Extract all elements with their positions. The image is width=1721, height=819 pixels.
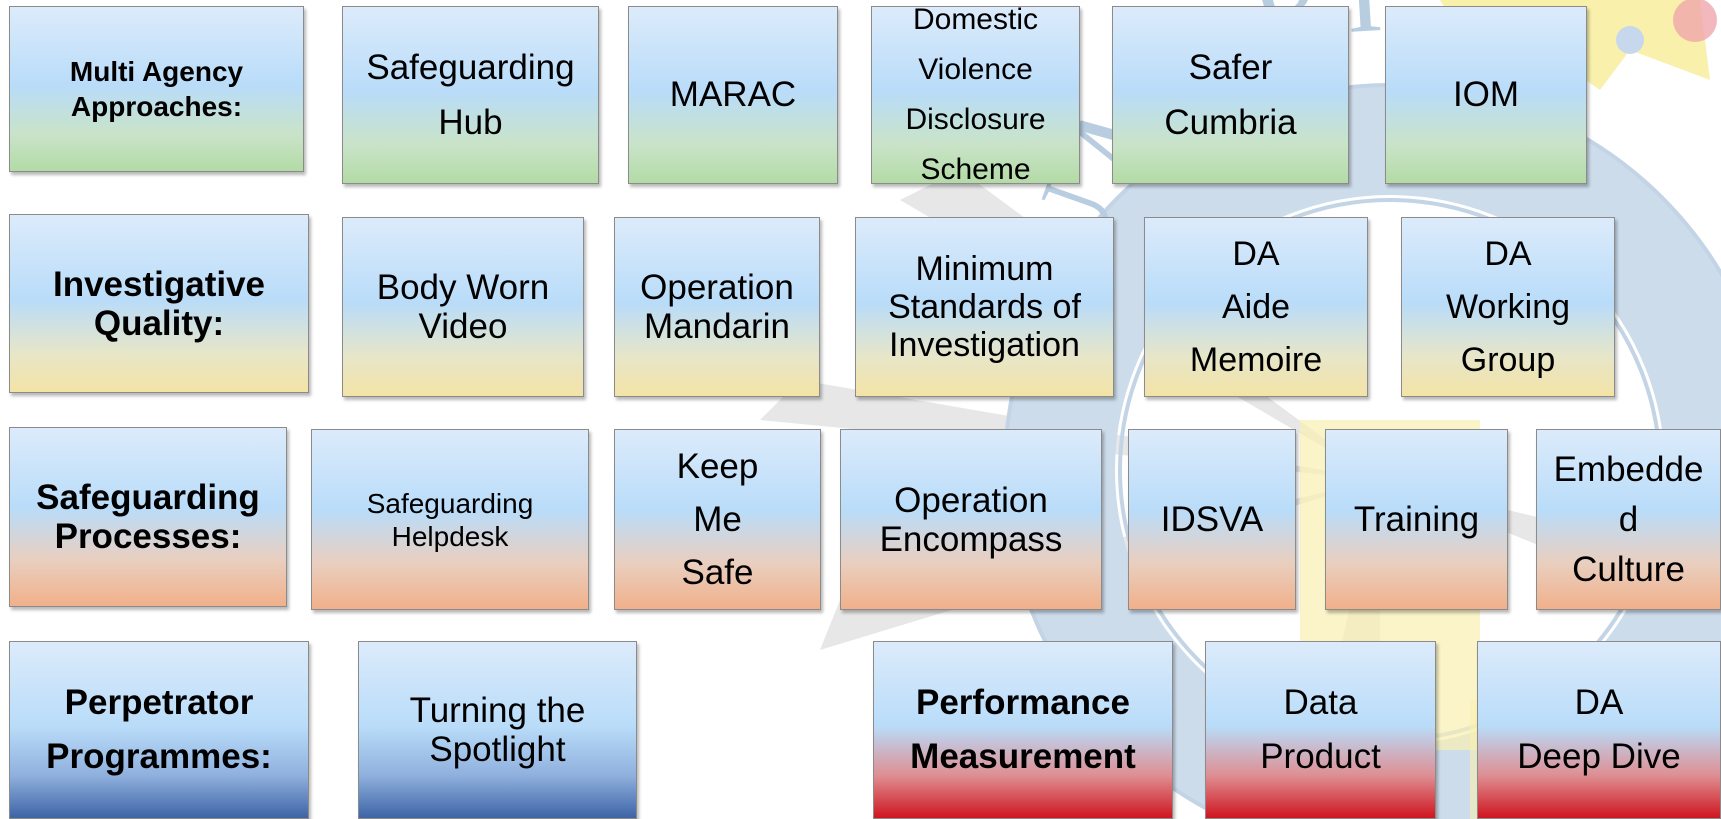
iom-box: IOM (1385, 6, 1587, 184)
perpetrator-programmes-header: Perpetrator Programmes: (9, 641, 309, 819)
embedded-culture-box: Embedde d Culture (1536, 429, 1721, 610)
safeguarding-hub-box: Safeguarding Hub (342, 6, 599, 184)
da-working-group-box: DA Working Group (1401, 217, 1615, 397)
data-product-box: Data Product (1205, 641, 1436, 819)
safeguarding-helpdesk-box: Safeguarding Helpdesk (311, 429, 589, 610)
turning-the-spotlight-text: Turning the Spotlight (409, 691, 586, 769)
data-product-text: Data Product (1260, 683, 1381, 776)
minimum-standards-text: Minimum Standards of Investigation (888, 250, 1081, 364)
safeguarding-helpdesk-text: Safeguarding Helpdesk (366, 487, 534, 552)
dvds-box: Domestic Violence Disclosure Scheme (871, 6, 1080, 184)
training-text: Training (1353, 500, 1480, 539)
investigative-quality-header-text: Investigative Quality: (52, 264, 266, 343)
training-box: Training (1325, 429, 1508, 610)
body-worn-video-box: Body Worn Video (342, 217, 584, 397)
da-deep-dive-text: DA Deep Dive (1517, 683, 1681, 776)
perpetrator-programmes-header-text: Perpetrator Programmes: (46, 683, 272, 776)
multi-agency-header: Multi Agency Approaches: (9, 6, 304, 172)
da-deep-dive-box: DA Deep Dive (1477, 641, 1721, 819)
idsva-box: IDSVA (1128, 429, 1296, 610)
da-aide-memoire-text: DA Aide Memoire (1189, 234, 1323, 379)
safeguarding-processes-header-text: Safeguarding Processes: (36, 478, 260, 556)
safeguarding-processes-header: Safeguarding Processes: (9, 427, 287, 607)
iom-text: IOM (1452, 75, 1520, 114)
safer-cumbria-text: Safer Cumbria (1164, 48, 1297, 142)
performance-measurement-header-text: Performance Measurement (910, 683, 1136, 776)
body-worn-video-text: Body Worn Video (376, 268, 550, 346)
da-working-group-text: DA Working Group (1445, 234, 1571, 379)
marac-text: MARAC (669, 75, 797, 114)
operation-encompass-text: Operation Encompass (879, 480, 1063, 559)
da-aide-memoire-box: DA Aide Memoire (1144, 217, 1368, 397)
safer-cumbria-box: Safer Cumbria (1112, 6, 1349, 184)
marac-box: MARAC (628, 6, 838, 184)
idsva-text: IDSVA (1160, 500, 1264, 539)
embedded-culture-text: Embedde d Culture (1553, 449, 1704, 589)
operation-encompass-box: Operation Encompass (840, 429, 1102, 610)
multi-agency-header-text: Multi Agency Approaches: (69, 56, 244, 122)
keep-me-safe-text: Keep Me Safe (676, 447, 759, 592)
dvds-text: Domestic Violence Disclosure Scheme (905, 6, 1046, 184)
performance-measurement-header: Performance Measurement (873, 641, 1173, 819)
operation-mandarin-text: Operation Mandarin (640, 268, 794, 346)
safeguarding-hub-text: Safeguarding Hub (366, 48, 575, 142)
operation-mandarin-box: Operation Mandarin (614, 217, 820, 397)
minimum-standards-box: Minimum Standards of Investigation (855, 217, 1114, 397)
keep-me-safe-box: Keep Me Safe (614, 429, 821, 610)
turning-the-spotlight-box: Turning the Spotlight (358, 641, 637, 819)
investigative-quality-header: Investigative Quality: (9, 214, 309, 393)
